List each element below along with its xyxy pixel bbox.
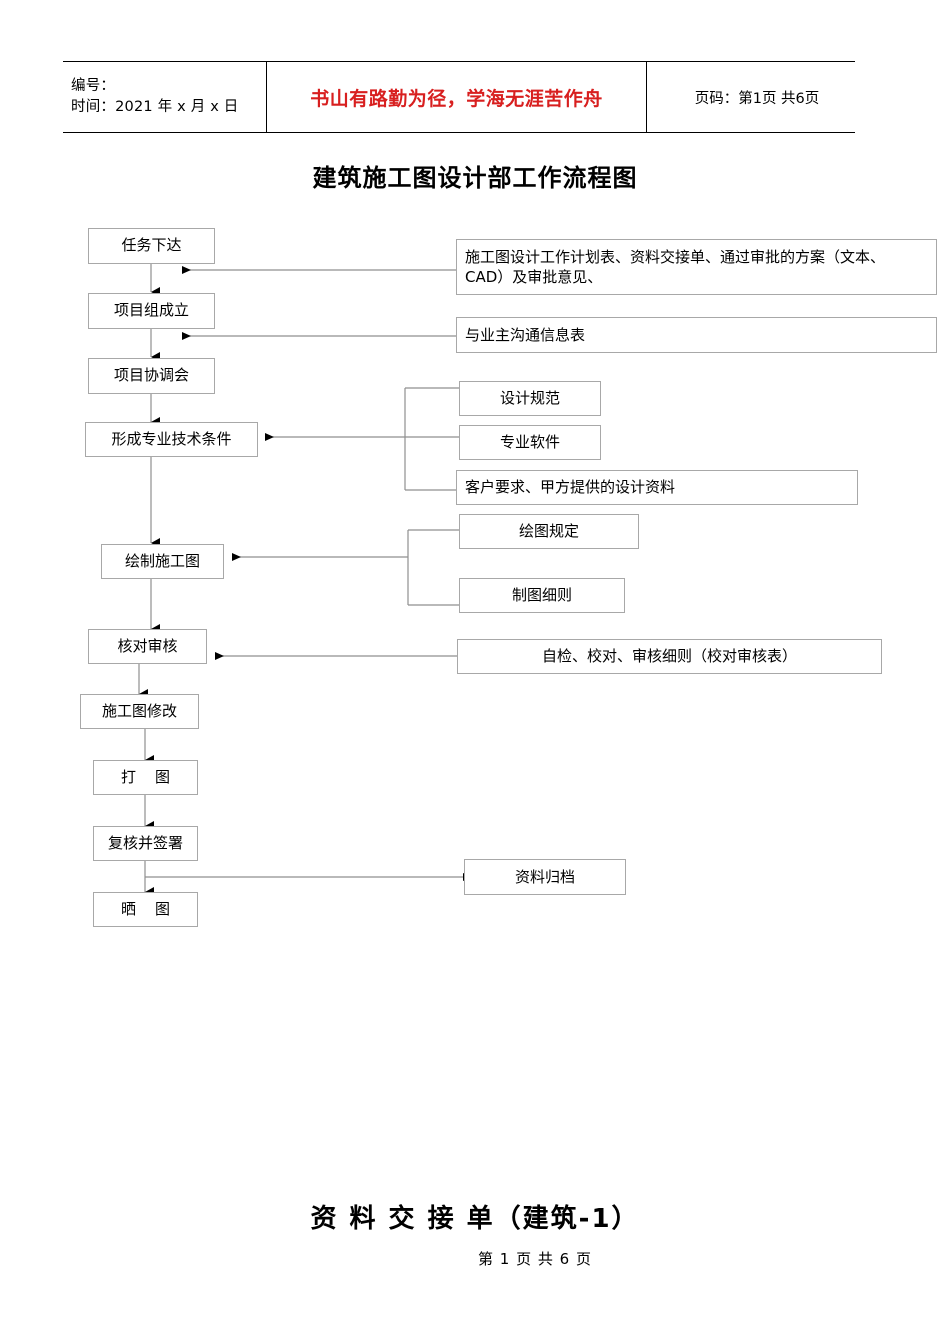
flow-note-drafting-detail[interactable]: 制图细则 bbox=[459, 578, 625, 613]
flow-node-draw-drawings[interactable]: 绘制施工图 bbox=[101, 544, 224, 579]
flow-node-label: 打 图 bbox=[120, 767, 171, 786]
flow-note-label: 专业软件 bbox=[499, 433, 560, 452]
header-date-label: 时间：2021 年 x 月 x 日 bbox=[71, 99, 239, 115]
flow-node-task-assign[interactable]: 任务下达 bbox=[88, 228, 215, 264]
page-title: 建筑施工图设计部工作流程图 bbox=[312, 164, 638, 192]
document-header-table: 编号： 时间：2021 年 x 月 x 日 书山有路勤为径，学海无涯苦作舟 页码… bbox=[63, 61, 855, 133]
flow-note-label: 制图细则 bbox=[511, 586, 572, 605]
flow-note-owner-comm[interactable]: 与业主沟通信息表 bbox=[456, 317, 937, 353]
flow-note-label: 施工图设计工作计划表、资料交接单、通过审批的方案（文本、 CAD）及审批意见、 bbox=[465, 247, 886, 286]
flow-node-recheck-sign[interactable]: 复核并签署 bbox=[93, 826, 198, 861]
flow-note-pro-software[interactable]: 专业软件 bbox=[459, 425, 601, 460]
flow-node-label: 项目协调会 bbox=[113, 366, 189, 385]
flowchart-connectors bbox=[138, 264, 472, 897]
flow-node-label: 形成专业技术条件 bbox=[111, 429, 232, 448]
flow-note-plan-docs[interactable]: 施工图设计工作计划表、资料交接单、通过审批的方案（文本、 CAD）及审批意见、 bbox=[456, 239, 937, 295]
header-cell-pageinfo: 页码：第1页 共6页 bbox=[647, 62, 855, 132]
flow-node-label: 核对审核 bbox=[117, 636, 178, 655]
flow-node-check-review[interactable]: 核对审核 bbox=[88, 629, 207, 664]
flow-node-label: 晒 图 bbox=[120, 899, 171, 918]
flow-note-label: 客户要求、甲方提供的设计资料 bbox=[465, 478, 676, 497]
header-motto-text: 书山有路勤为径，学海无涯苦作舟 bbox=[310, 87, 603, 110]
flow-node-plot[interactable]: 打 图 bbox=[93, 760, 198, 795]
header-cell-motto: 书山有路勤为径，学海无涯苦作舟 bbox=[267, 62, 647, 132]
flow-note-design-standard[interactable]: 设计规范 bbox=[459, 381, 601, 416]
flow-node-coordination[interactable]: 项目协调会 bbox=[88, 358, 215, 394]
flow-node-label: 任务下达 bbox=[121, 236, 182, 255]
flow-note-label: 资料归档 bbox=[514, 867, 575, 886]
flow-note-drawing-rules[interactable]: 绘图规定 bbox=[459, 514, 639, 549]
header-cell-meta: 编号： 时间：2021 年 x 月 x 日 bbox=[63, 62, 267, 132]
flow-node-label: 绘制施工图 bbox=[124, 551, 200, 570]
header-number-label: 编号： bbox=[71, 77, 116, 94]
flowchart: 任务下达 项目组成立 项目协调会 形成专业技术条件 绘制施工图 核对审核 施工图… bbox=[80, 228, 937, 927]
flow-node-drawing-revision[interactable]: 施工图修改 bbox=[80, 694, 199, 729]
flow-note-archive[interactable]: 资料归档 bbox=[464, 859, 626, 895]
flow-note-label: 设计规范 bbox=[499, 389, 560, 408]
page-footer-number: 第 1 页 共 6 页 bbox=[478, 1250, 592, 1268]
flow-note-review-rules[interactable]: 自检、校对、审核细则（校对审核表） bbox=[457, 639, 882, 674]
header-page-info: 页码：第1页 共6页 bbox=[694, 90, 820, 107]
page-footer: 第 1 页 共 6 页 bbox=[0, 1248, 950, 1269]
flow-node-label: 施工图修改 bbox=[101, 701, 177, 720]
flow-note-label: 绘图规定 bbox=[518, 522, 579, 541]
flow-note-label: 与业主沟通信息表 bbox=[465, 325, 586, 344]
flow-note-client-data[interactable]: 客户要求、甲方提供的设计资料 bbox=[456, 470, 858, 505]
flow-node-team-setup[interactable]: 项目组成立 bbox=[88, 293, 215, 329]
flow-note-label: 自检、校对、审核细则（校对审核表） bbox=[541, 647, 797, 666]
flow-node-blueprint[interactable]: 晒 图 bbox=[93, 892, 198, 927]
flow-node-label: 复核并签署 bbox=[107, 833, 183, 852]
flow-node-label: 项目组成立 bbox=[113, 301, 189, 320]
document-subtitle: 资 料 交 接 单（建筑-1） bbox=[310, 1204, 640, 1234]
flow-node-tech-conditions[interactable]: 形成专业技术条件 bbox=[85, 422, 258, 457]
